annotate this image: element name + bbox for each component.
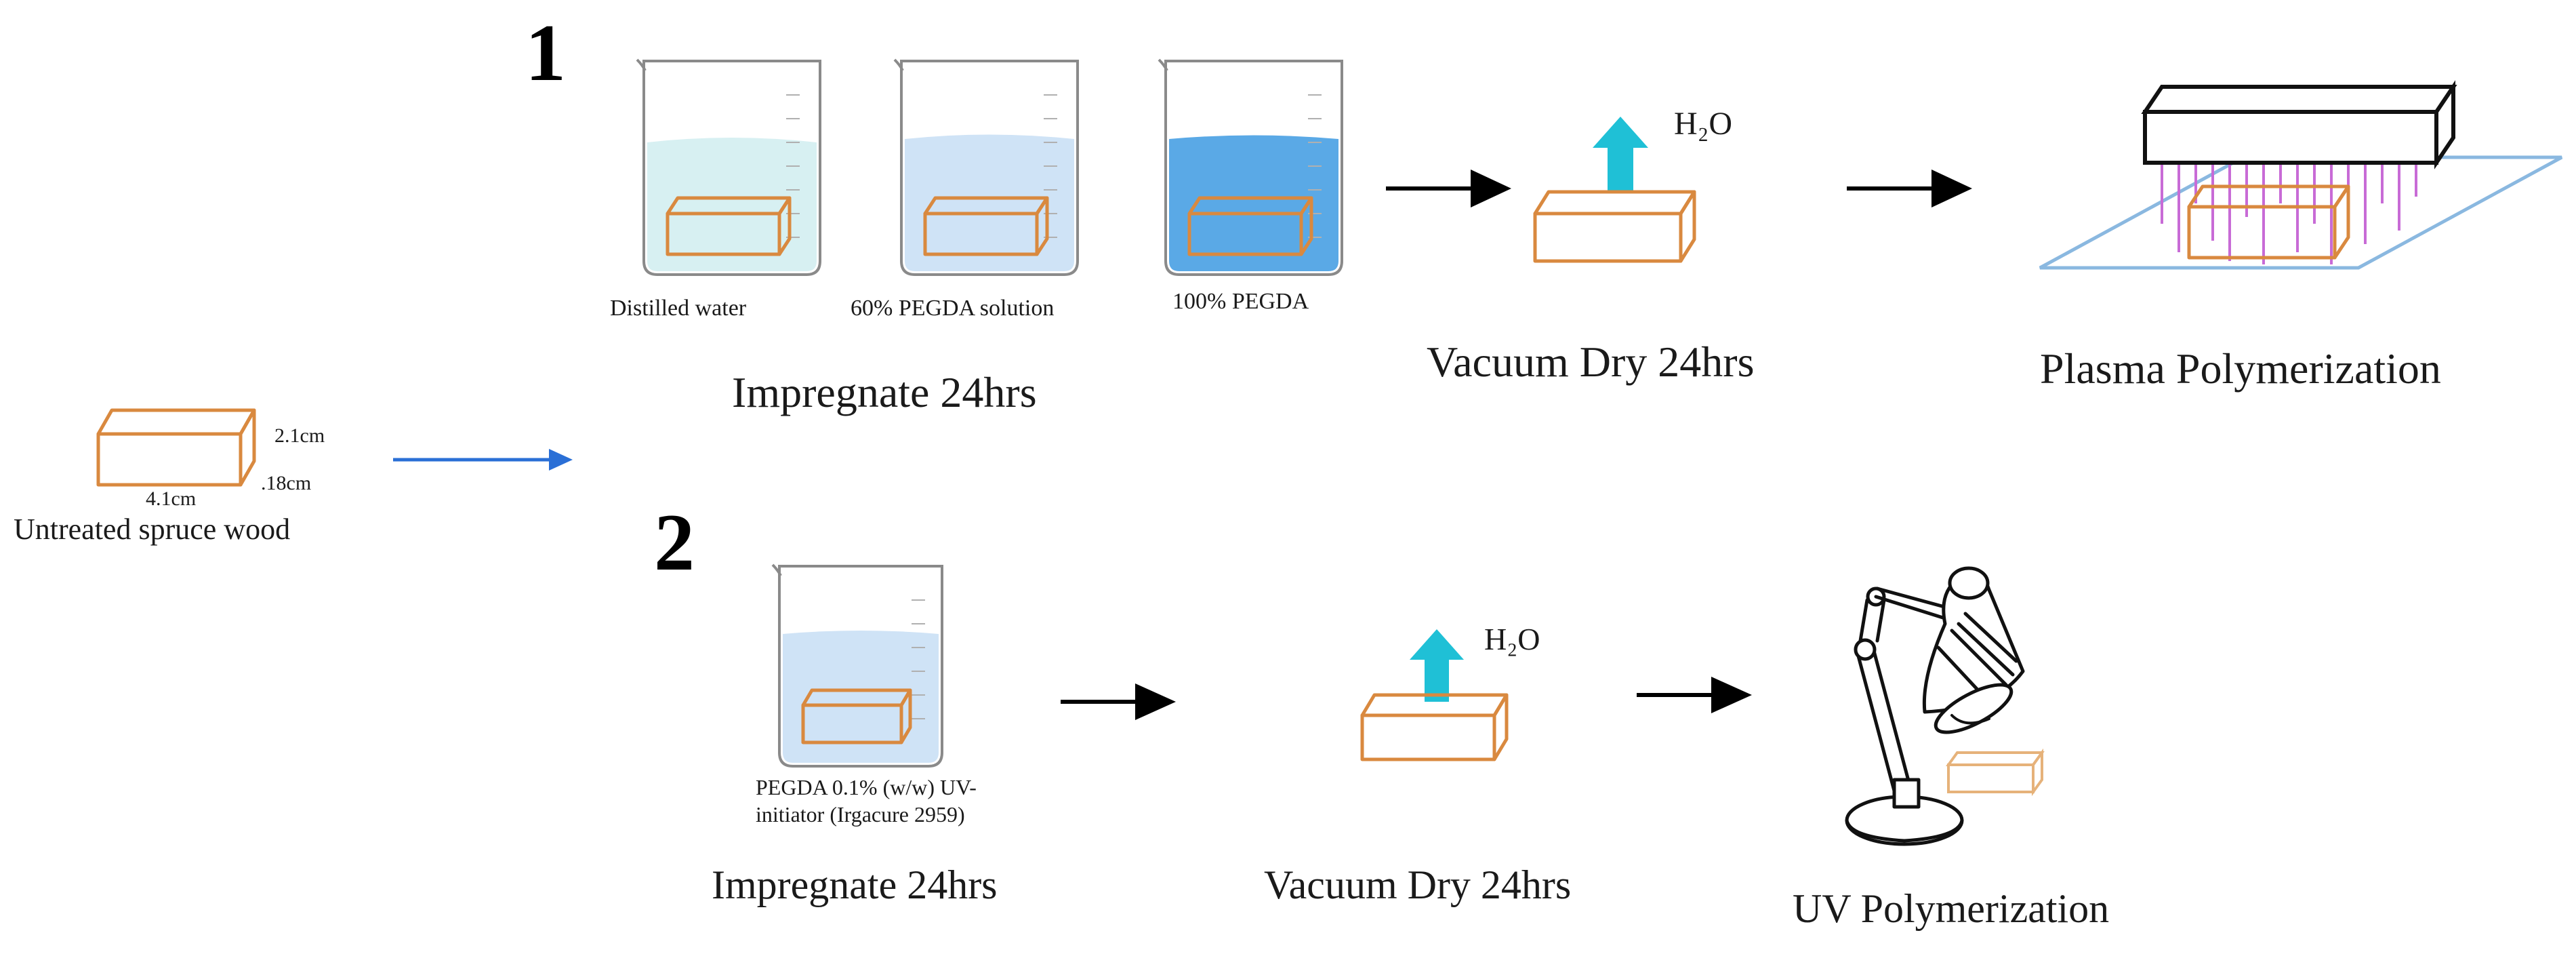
plasma-discharge-icon	[2161, 163, 2417, 264]
wood-block-icon	[923, 196, 1049, 256]
wood-block-icon	[1187, 196, 1313, 256]
beaker-icon	[1158, 58, 1343, 276]
liquid	[1169, 135, 1338, 271]
plasma-apparatus: Plasma Polymerization	[2039, 80, 2563, 393]
beaker-pegda-uv-initiator: PEGDA 0.1% (w/w) UV- initiator (Irgacure…	[756, 563, 977, 827]
beaker-label: 100% PEGDA	[1172, 289, 1309, 314]
flow-arrow	[393, 449, 573, 471]
beaker-icon	[771, 563, 943, 768]
step-arrow	[1061, 683, 1176, 720]
untreated-wood-sample: 2.1cm .18cm 4.1cm Untreated spruce wood	[14, 408, 325, 546]
beaker-60-pegda: 60% PEGDA solution	[851, 58, 1079, 321]
plasma-plate-icon	[2039, 155, 2563, 270]
start-label: Untreated spruce wood	[14, 513, 290, 546]
water-up-arrow-icon	[1593, 117, 1648, 193]
dimension-depth: .18cm	[261, 472, 311, 494]
liquid	[647, 138, 817, 271]
beaker-icon	[893, 58, 1079, 276]
liquid	[905, 134, 1074, 271]
route-2-vacuum-label: Vacuum Dry 24hrs	[1264, 862, 1571, 907]
route-1-vacuum-label: Vacuum Dry 24hrs	[1427, 338, 1754, 386]
water-up-arrow-icon	[1410, 629, 1464, 702]
desk-lamp-icon	[1845, 566, 2025, 846]
route-2-number: 2	[654, 497, 695, 587]
wood-block-icon	[1360, 693, 1509, 761]
uv-lamp: UV Polymerization	[1793, 566, 2109, 931]
water-label: H₂O	[1484, 622, 1540, 656]
dimension-length: 4.1cm	[146, 488, 196, 510]
route-2-impregnate-label: Impregnate 24hrs	[712, 862, 998, 907]
beaker-100-pegda: 100% PEGDA	[1158, 58, 1343, 314]
route-1-impregnate-label: Impregnate 24hrs	[732, 368, 1037, 416]
dimension-height: 2.1cm	[274, 424, 325, 447]
route-1-number: 1	[525, 7, 566, 98]
route-1-vacuum-dry: H₂O Vacuum Dry 24hrs	[1427, 106, 1754, 386]
uv-label: UV Polymerization	[1793, 886, 2109, 931]
beaker-label: 60% PEGDA solution	[851, 296, 1054, 321]
wood-block-icon	[801, 688, 912, 744]
wood-block-icon	[1946, 748, 2045, 797]
wood-block-icon	[666, 196, 792, 256]
plasma-electrode-icon	[2141, 80, 2457, 170]
beaker-label-line1: PEGDA 0.1% (w/w) UV-	[756, 775, 977, 799]
beaker-label-line2: initiator (Irgacure 2959)	[756, 802, 965, 827]
beaker-distilled-water: Distilled water	[610, 58, 821, 321]
beaker-label: Distilled water	[610, 296, 747, 321]
beaker-icon	[636, 58, 821, 276]
step-arrow	[1637, 677, 1752, 713]
wood-block-icon	[1533, 190, 1696, 263]
wood-block-icon	[2187, 184, 2350, 260]
plasma-label: Plasma Polymerization	[2040, 344, 2441, 393]
step-arrow	[1847, 170, 1972, 207]
route-2-vacuum-dry: H₂O Vacuum Dry 24hrs	[1264, 622, 1571, 907]
step-arrow	[1386, 170, 1511, 207]
wood-block-icon	[96, 408, 256, 487]
water-label: H₂O	[1674, 106, 1732, 142]
